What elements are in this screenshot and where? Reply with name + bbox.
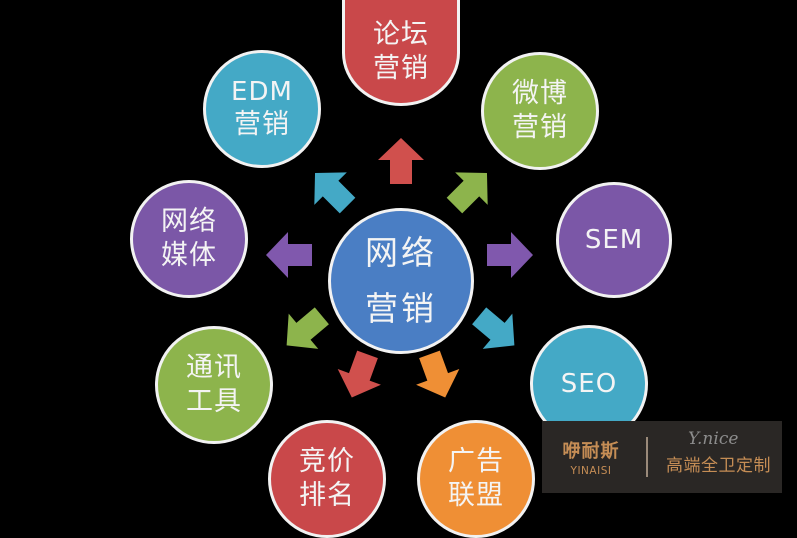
node-label: 广告 [448,446,504,478]
node-label: SEM [584,224,644,255]
node-ad-alliance: 广告 联盟 [417,420,535,538]
brand-slogan: Y.nice 高端全卫定制 [654,421,782,493]
node-edm-marketing: EDM 营销 [203,50,321,168]
node-label: 媒体 [161,240,217,271]
node-label: 营销 [512,112,568,143]
center-line1: 网络 [365,232,437,272]
arrow-down-left-icon [271,298,337,364]
center-line2: 营销 [365,289,437,328]
node-forum-marketing: 论坛 营销 [342,0,460,106]
brand-tagline: 高端全卫定制 [666,456,771,476]
node-label: 排名 [299,480,355,511]
node-label: 营销 [373,52,429,84]
node-label: SEO [560,368,618,399]
node-label: 通讯 [186,352,242,384]
brand-logo: 咿耐斯 YINAISI [542,437,640,477]
node-label: 营销 [234,109,290,141]
arrow-left-icon [266,232,312,278]
node-sem: SEM [556,182,672,298]
brand-name-en: YINAISI [570,465,612,477]
arrow-right-icon [487,232,533,278]
arrow-down-left-lower-icon [330,346,390,406]
arrow-up-icon [378,138,424,184]
node-label: EDM [231,76,293,107]
node-label: 网络 [161,206,217,238]
arrow-up-right-icon [438,156,504,222]
node-im-tools: 通讯 工具 [155,326,273,444]
node-label: 论坛 [373,18,429,50]
brand-watermark: 咿耐斯 YINAISI Y.nice 高端全卫定制 [542,421,782,493]
brand-divider [646,437,648,477]
node-web-media: 网络 媒体 [130,180,248,298]
node-label: 微博 [512,78,568,110]
node-label: 竞价 [299,446,355,478]
arrow-down-right-lower-icon [407,346,467,406]
node-weibo-marketing: 微博 营销 [481,52,599,170]
arrow-up-left-icon [298,156,364,222]
brand-script: Y.nice [688,429,739,449]
node-label: 工具 [186,386,242,417]
node-label: 联盟 [448,480,504,511]
node-ppc-ranking: 竞价 排名 [268,420,386,538]
arrow-down-right-icon [464,298,530,364]
brand-name-cn: 咿耐斯 [562,441,620,462]
center-node-network-marketing: 网络 营销 [328,208,474,354]
